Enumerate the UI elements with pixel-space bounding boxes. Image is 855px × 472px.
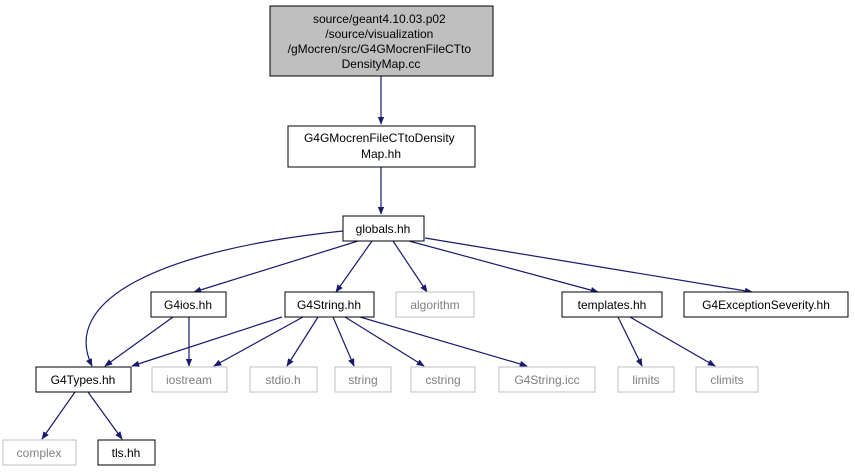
node-g4types[interactable]: G4Types.hh xyxy=(35,366,132,393)
node-templates-label: templates.hh xyxy=(578,298,647,312)
edge-g4string-string xyxy=(332,316,355,367)
node-g4types-label: G4Types.hh xyxy=(51,373,116,387)
edges xyxy=(41,76,753,440)
node-complex-label: complex xyxy=(17,446,62,460)
node-cstring[interactable]: cstring xyxy=(410,366,476,393)
node-iostream-label: iostream xyxy=(166,373,212,387)
node-ctdensity[interactable]: G4GMocrenFileCTtoDensity Map.hh xyxy=(287,125,476,168)
node-ctdensity-line-1: G4GMocrenFileCTtoDensity xyxy=(304,131,455,145)
node-g4exc[interactable]: G4ExceptionSeverity.hh xyxy=(683,291,849,318)
node-templates[interactable]: templates.hh xyxy=(561,291,663,318)
node-limits-label: limits xyxy=(632,373,659,387)
node-limits[interactable]: limits xyxy=(617,366,675,393)
node-g4ios[interactable]: G4ios.hh xyxy=(150,291,227,318)
node-tls[interactable]: tls.hh xyxy=(97,439,156,466)
node-g4string-label: G4String.hh xyxy=(297,298,361,312)
node-root-line-1: source/geant4.10.03.p02 xyxy=(313,12,446,26)
edge-g4string-stdio xyxy=(286,316,319,367)
node-root[interactable]: source/geant4.10.03.p02 /source/visualiz… xyxy=(269,5,494,77)
edge-g4types-complex xyxy=(41,391,76,440)
node-g4ios-label: G4ios.hh xyxy=(164,298,212,312)
edge-globals-g4exc xyxy=(424,237,753,294)
node-string[interactable]: string xyxy=(334,366,392,393)
node-g4stringicc-label: G4String.icc xyxy=(514,373,579,387)
nodes: source/geant4.10.03.p02 /source/visualiz… xyxy=(2,5,849,466)
node-root-line-4: DensityMap.cc xyxy=(342,57,421,71)
node-root-line-2: /source/visualization xyxy=(325,27,433,41)
node-cstring-label: cstring xyxy=(425,373,460,387)
edge-templates-climits xyxy=(629,316,716,367)
node-g4string[interactable]: G4String.hh xyxy=(284,291,375,318)
node-complex[interactable]: complex xyxy=(2,439,77,466)
node-g4stringicc[interactable]: G4String.icc xyxy=(498,366,596,393)
node-iostream[interactable]: iostream xyxy=(151,366,228,393)
svg-text:source/geant4.10.03.p02: source/geant4.10.03.p02 /source/visualiz… xyxy=(288,12,475,71)
node-tls-label: tls.hh xyxy=(112,446,141,460)
node-climits-label: climits xyxy=(710,373,743,387)
edge-globals-templates xyxy=(408,240,599,294)
node-globals[interactable]: globals.hh xyxy=(342,215,425,242)
edge-g4string-cstring xyxy=(344,316,425,367)
node-string-label: string xyxy=(348,373,377,387)
node-ctdensity-line-2: Map.hh xyxy=(361,147,401,161)
node-stdio-label: stdio.h xyxy=(265,373,300,387)
edge-g4ios-g4types xyxy=(104,316,174,367)
node-algorithm-label: algorithm xyxy=(410,298,459,312)
edge-globals-g4ios xyxy=(193,240,359,293)
edge-globals-algorithm xyxy=(392,240,428,293)
edge-globals-g4string xyxy=(335,240,373,293)
node-algorithm[interactable]: algorithm xyxy=(395,291,475,318)
edge-globals-g4types xyxy=(85,230,344,367)
node-climits[interactable]: climits xyxy=(695,366,759,393)
node-globals-label: globals.hh xyxy=(356,222,411,236)
node-root-line-3: /gMocren/src/G4GMocrenFileCTto xyxy=(288,42,472,56)
edge-g4string-g4stringicc xyxy=(359,316,528,368)
node-g4exc-label: G4ExceptionSeverity.hh xyxy=(702,298,830,312)
edge-templates-limits xyxy=(617,316,643,367)
edge-g4string-iostream xyxy=(213,316,304,367)
edge-g4string-g4types xyxy=(131,316,283,367)
node-stdio[interactable]: stdio.h xyxy=(249,366,318,393)
svg-text:G4GMocrenFileCTtoDensity: G4GMocrenFileCTtoDensity Map.hh xyxy=(304,131,458,161)
edge-g4types-tls xyxy=(87,391,123,440)
